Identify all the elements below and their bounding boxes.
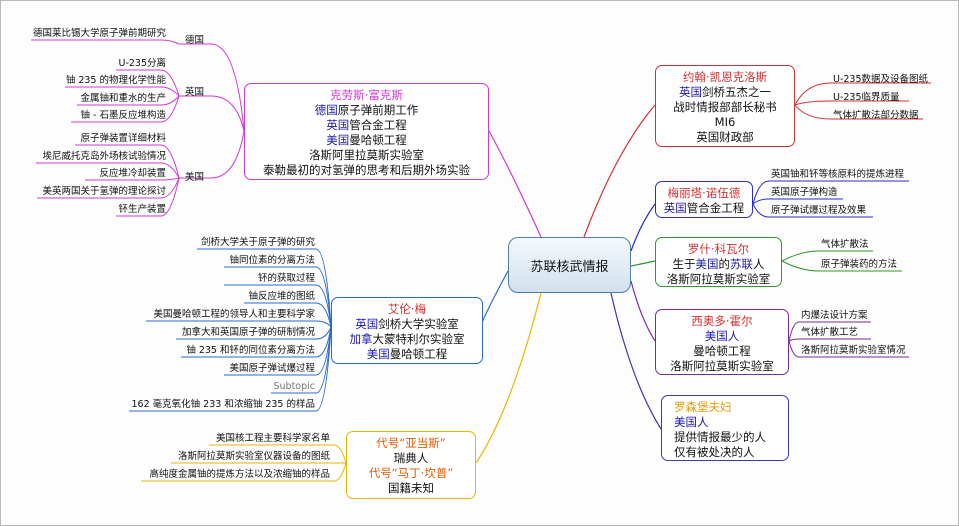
leaf-item[interactable]: 高纯度金属铀的提炼方法以及浓缩铀的样品 <box>149 469 330 480</box>
leaf-item[interactable]: 钚生产装置 <box>118 204 166 215</box>
leaf-item[interactable]: 反应堆冷却装置 <box>99 168 166 179</box>
topic-line: 瑞典人 <box>393 451 429 465</box>
leaf-item[interactable]: U-235分离 <box>118 58 166 69</box>
topic-line: 国籍未知 <box>388 481 434 495</box>
leaf-item-subtopic[interactable]: Subtopic <box>273 381 315 392</box>
topic-line: 仅有被处决的人 <box>674 445 755 459</box>
leaf-item[interactable]: 埃尼威托克岛外场核试验情况 <box>42 151 166 162</box>
category-germany[interactable]: 德国 <box>185 35 205 46</box>
topic-name: 罗森堡夫妇 <box>674 400 732 414</box>
topic-name: 西奥多·霍尔 <box>691 314 753 328</box>
topic-line: 美国人 <box>674 415 709 429</box>
topic-name: 克劳斯·富克斯 <box>330 88 403 102</box>
leaf-item[interactable]: 钚的获取过程 <box>257 273 315 284</box>
topic-line: 加拿大蒙特利尔实验室 <box>349 332 465 346</box>
leaf-item[interactable]: 金属铀和重水的生产 <box>80 93 166 104</box>
leaf-item[interactable]: 气体扩散工艺 <box>801 327 859 338</box>
topic-line: 生于美国的苏联人 <box>672 257 765 271</box>
topic-theodore-hall[interactable]: 西奥多·霍尔 美国人 曼哈顿工程 洛斯阿拉莫斯实验室 <box>655 309 789 375</box>
leaf-item[interactable]: 英国铀和钚等核原料的提炼进程 <box>771 169 905 180</box>
leaf-item[interactable]: U-235临界质量 <box>833 92 900 103</box>
leaf-item[interactable]: 铀 235 和钚的同位素分离方法 <box>186 345 315 356</box>
leaf-item[interactable]: 原子弹装药的方法 <box>821 259 898 270</box>
topic-line: 美国曼哈顿工程 <box>326 133 407 147</box>
topic-john-cairncross[interactable]: 约翰·凯恩克洛斯 英国剑桥五杰之一 战时情报部部长秘书 MI6 英国财政部 <box>655 65 795 147</box>
topic-name: 罗什·科瓦尔 <box>687 242 750 256</box>
topic-george-koval[interactable]: 罗什·科瓦尔 生于美国的苏联人 洛斯阿拉莫斯实验室 <box>655 237 782 287</box>
leaf-item[interactable]: 美英两国关于氢弹的理论探讨 <box>42 186 166 197</box>
leaf-item[interactable]: 原子弹装置详细材料 <box>80 133 166 144</box>
topic-line: 洛斯阿拉莫斯实验室 <box>670 359 774 373</box>
leaf-item[interactable]: 加拿大和英国原子弹的研制情况 <box>181 327 315 338</box>
topic-alan-may[interactable]: 艾伦·梅 英国剑桥大学实验室 加拿大蒙特利尔实验室 美国曼哈顿工程 <box>331 297 483 364</box>
topic-line: 曼哈顿工程 <box>693 344 751 358</box>
leaf-item[interactable]: 铀 - 石墨反应堆构造 <box>80 110 166 121</box>
leaf-item[interactable]: 洛斯阿拉莫斯实验室情况 <box>801 345 906 356</box>
topic-name: 梅丽塔·诺伍德 <box>667 186 741 200</box>
leaf-item[interactable]: 铀同位素的分离方法 <box>229 255 315 266</box>
topic-melita-norwood[interactable]: 梅丽塔·诺伍德 英国管合金工程 <box>655 181 753 218</box>
topic-line: 英国财政部 <box>696 130 754 144</box>
topic-line: MI6 <box>714 115 736 129</box>
leaf-item[interactable]: 美国曼哈顿工程的领导人和主要科学家 <box>153 309 315 320</box>
topic-line: 英国管合金工程 <box>326 118 407 132</box>
leaf-item[interactable]: 内爆法设计方案 <box>801 310 868 321</box>
topic-line: 德国原子弹前期工作 <box>314 103 419 117</box>
topic-name: 艾伦·梅 <box>387 302 427 316</box>
topic-line: 英国剑桥五杰之一 <box>679 85 771 99</box>
leaf-item[interactable]: U-235数据及设备图纸 <box>833 74 929 85</box>
topic-name: 约翰·凯恩克洛斯 <box>682 70 768 84</box>
topic-name: 代号“亚当斯” <box>376 436 446 450</box>
leaf-item[interactable]: 原子弹试爆过程及效果 <box>771 205 867 216</box>
leaf-item[interactable]: 气体扩散法 <box>821 239 869 250</box>
leaf-item[interactable]: 美国原子弹试爆过程 <box>229 363 315 374</box>
topic-klaus-fuchs[interactable]: 克劳斯·富克斯 德国原子弹前期工作 英国管合金工程 美国曼哈顿工程 洛斯阿里拉莫… <box>244 83 489 180</box>
leaf-item[interactable]: 英国原子弹构造 <box>771 187 838 198</box>
topic-line: 英国管合金工程 <box>663 201 745 215</box>
category-uk[interactable]: 英国 <box>185 87 205 98</box>
leaf-item[interactable]: 剑桥大学关于原子弹的研究 <box>200 237 315 248</box>
topic-line: 洛斯阿拉莫斯实验室 <box>666 272 771 286</box>
leaf-item[interactable]: 德国莱比锡大学原子弹前期研究 <box>32 28 166 39</box>
leaf-item[interactable]: 洛斯阿拉莫斯实验室仪器设备的图纸 <box>177 451 330 462</box>
leaf-item[interactable]: 162 毫克氧化铀 233 和浓缩铀 235 的样品 <box>131 399 316 410</box>
topic-line: 战时情报部部长秘书 <box>673 100 777 114</box>
leaf-item[interactable]: 气体扩散法部分数据 <box>833 110 919 121</box>
topic-line: 英国剑桥大学实验室 <box>355 317 459 331</box>
topic-line: 美国曼哈顿工程 <box>366 347 448 361</box>
leaf-item[interactable]: 美国核工程主要科学家名单 <box>215 433 330 444</box>
central-topic[interactable]: 苏联核武情报 <box>508 237 631 293</box>
topic-line: 洛斯阿里拉莫斯实验室 <box>309 148 424 162</box>
leaf-item[interactable]: 铀 235 的物理化学性能 <box>65 75 166 86</box>
topic-rosenbergs[interactable]: 罗森堡夫妇 美国人 提供情报最少的人 仅有被处决的人 <box>661 395 789 461</box>
topic-line: 美国人 <box>704 329 740 343</box>
topic-line: 泰勒最初的对氢弹的思考和后期外场实验 <box>263 163 470 177</box>
topic-line: 代号“马丁·坎普” <box>368 466 454 480</box>
topic-adams[interactable]: 代号“亚当斯” 瑞典人 代号“马丁·坎普” 国籍未知 <box>346 431 476 499</box>
category-us[interactable]: 美国 <box>185 172 205 183</box>
topic-line: 提供情报最少的人 <box>674 430 766 444</box>
central-topic-label: 苏联核武情报 <box>530 259 609 275</box>
leaf-item[interactable]: 铀反应堆的图纸 <box>248 291 315 302</box>
